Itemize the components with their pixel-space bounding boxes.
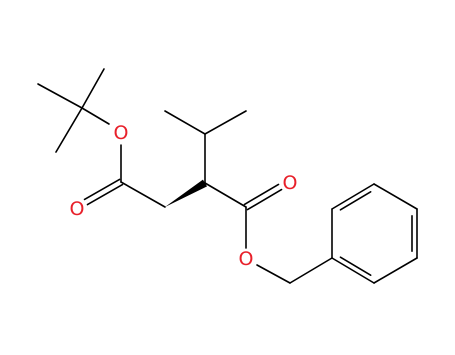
bond-7-wedge: [165, 179, 208, 207]
bond-2: [37, 83, 83, 109]
bond-5: [83, 178, 121, 201]
bond-1: [81, 68, 105, 109]
bond-14: [256, 264, 291, 284]
bond-5-second: [86, 183, 124, 206]
bond-0: [55, 107, 83, 153]
atom-label-o1: O: [114, 122, 129, 144]
atom-label-o3: O: [283, 172, 298, 194]
bond-17-inner: [339, 190, 372, 211]
bond-3: [81, 107, 110, 125]
bond-6: [120, 181, 166, 208]
bond-10: [204, 110, 247, 135]
atom-label-o4: O: [239, 248, 254, 270]
atom-label-o2: O: [70, 198, 85, 220]
bond-21-inner: [339, 256, 372, 277]
bond-17: [331, 183, 375, 210]
bond-11: [204, 182, 247, 208]
bond-21: [331, 257, 375, 284]
bond-18: [373, 183, 418, 210]
bond-9: [164, 110, 206, 135]
bond-12: [246, 188, 283, 211]
bond-20: [373, 257, 418, 284]
bond-12-second: [243, 183, 280, 206]
bond-15: [289, 257, 333, 284]
